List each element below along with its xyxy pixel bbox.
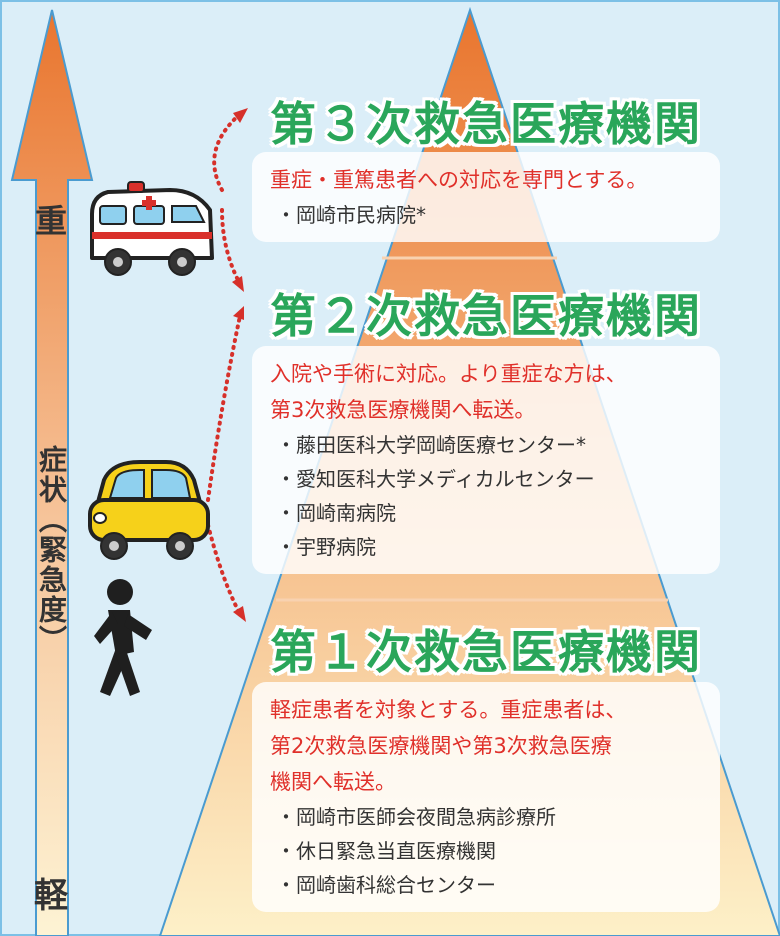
level1-description-line: 軽症患者を対象とする。重症患者は、 <box>270 698 627 722</box>
level2-card: 入院や手術に対応。より重症な方は、 第3次救急医療機関へ転送。 藤田医科大学岡崎… <box>252 346 720 574</box>
ambulance-icon <box>90 181 214 276</box>
axis-top-label: 重 <box>34 202 67 240</box>
level2-hospital-item: 岡崎南病院 <box>270 496 704 530</box>
axis-bottom-label: 軽 <box>34 876 68 916</box>
level1-card: 軽症患者を対象とする。重症患者は、 第2次救急医療機関や第3次救急医療 機関へ転… <box>252 682 720 912</box>
level2-description-line: 入院や手術に対応。より重症な方は、 <box>270 362 627 386</box>
arrowhead-level2-b <box>233 306 244 320</box>
arrowhead-level2-a <box>232 276 244 292</box>
level3-description-line: 重症・重篤患者への対応を専門とする。 <box>270 168 648 192</box>
level2-hospital-item: 愛知医科大学メディカルセンター <box>270 462 704 496</box>
level2-hospital-item: 藤田医科大学岡崎医療センター* <box>270 428 704 462</box>
arrowhead-level3 <box>233 108 248 123</box>
level1-heading: 第１次救急医療機関 <box>270 625 702 679</box>
car-icon <box>88 460 210 560</box>
arrowhead-level1 <box>233 606 246 622</box>
arrow-car-to-level2 <box>206 314 242 502</box>
arrow-ambulance-to-level2 <box>220 208 242 286</box>
level1-clinic-item: 岡崎歯科総合センター <box>270 868 704 902</box>
level1-description-line: 機関へ転送。 <box>270 770 396 794</box>
level1-clinic-item: 休日緊急当直医療機関 <box>270 834 704 868</box>
level2-description-line: 第3次救急医療機関へ転送。 <box>270 398 536 422</box>
level3-heading: 第３次救急医療機関 <box>270 97 702 151</box>
level2-hospital-item: 宇野病院 <box>270 530 704 564</box>
arrow-ambulance-to-level3 <box>212 112 242 192</box>
level1-clinic-item: 岡崎市医師会夜間急病診療所 <box>270 800 704 834</box>
level3-card: 重症・重篤患者への対応を専門とする。 岡崎市民病院* <box>252 152 720 242</box>
level2-heading: 第２次救急医療機関 <box>270 289 702 343</box>
axis-middle-label: 症状（緊急度） <box>35 445 68 655</box>
arrow-car-to-level1 <box>206 523 242 616</box>
walking-person-icon <box>94 579 152 696</box>
severity-arrow <box>10 9 94 936</box>
level1-description-line: 第2次救急医療機関や第3次救急医療 <box>270 734 612 758</box>
level3-hospital-item: 岡崎市民病院* <box>270 198 704 232</box>
